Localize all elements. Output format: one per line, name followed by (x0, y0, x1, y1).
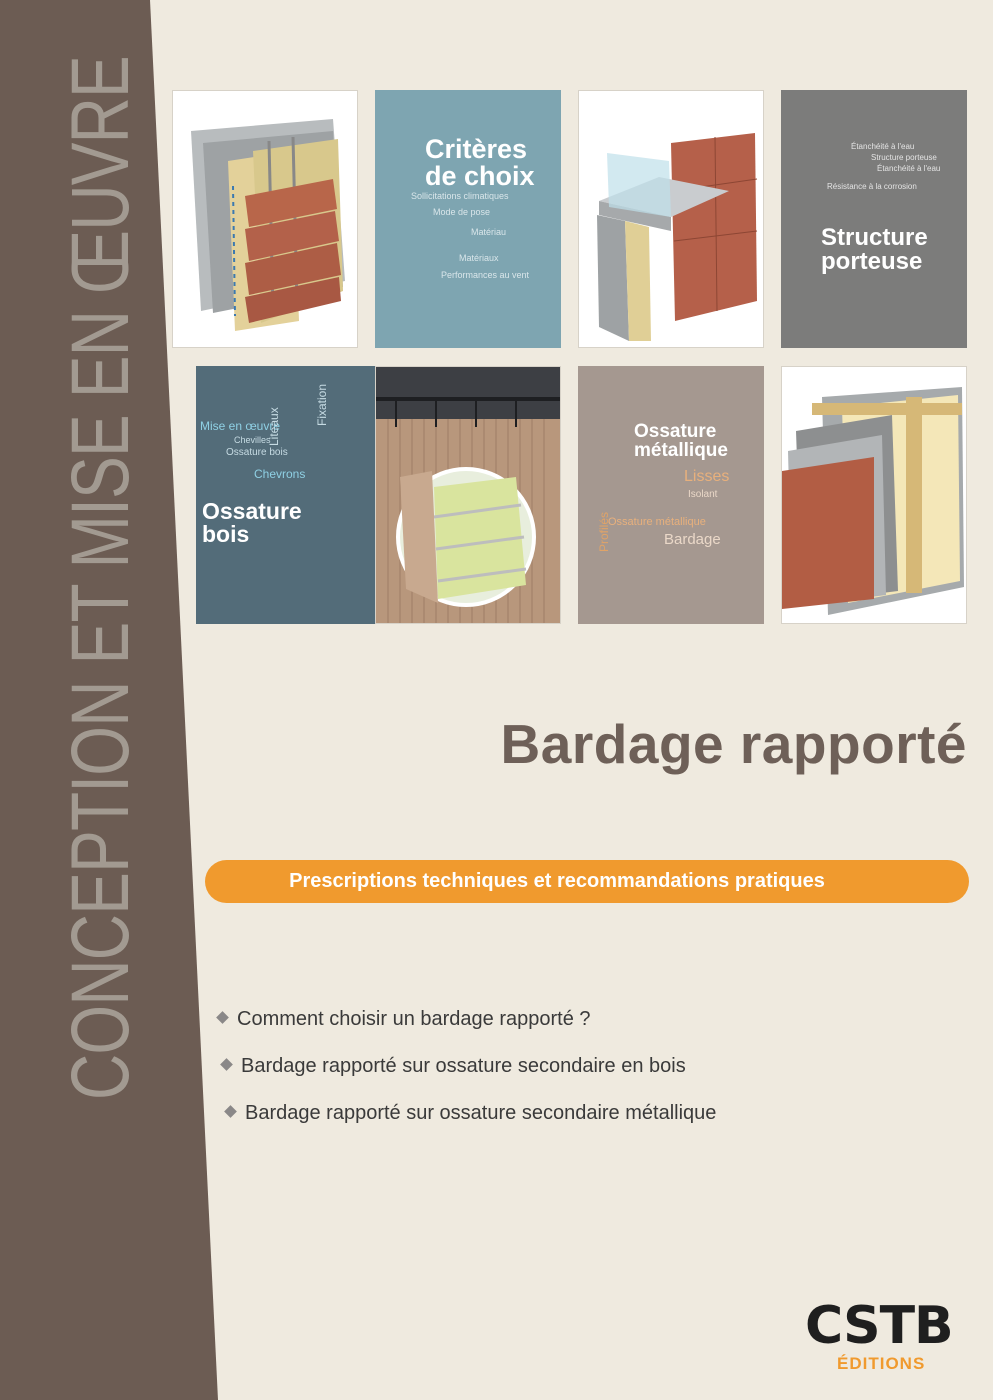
tile-cladding-photo-2 (578, 90, 764, 348)
cloud-word: Lisses (684, 468, 730, 485)
bullet-text: Bardage rapporté sur ossature secondaire… (241, 1055, 686, 1077)
publisher-subtitle: ÉDITIONS (837, 1354, 926, 1373)
balcony-illustration (597, 133, 758, 341)
tile-wall-layers-photo (781, 366, 967, 624)
bullet-list: Comment choisir un bardage rapporté ? Ba… (216, 1008, 717, 1149)
list-item: Bardage rapporté sur ossature secondaire… (220, 1055, 716, 1102)
cloud-word: Profilés (597, 511, 611, 552)
cloud-word: Étanchéité à l'eau (877, 163, 941, 173)
bullet-text: Comment choisir un bardage rapporté ? (237, 1008, 591, 1030)
subtitle-banner: Prescriptions techniques et recommandati… (205, 860, 969, 903)
tile-ossature-bois: Mise en œuvre Chevilles Ossature bois Ch… (196, 366, 382, 624)
tile-title-line1: Ossature (634, 421, 717, 442)
tile-cladding-photo-1 (172, 90, 358, 348)
tile-title-line1: Ossature (202, 498, 302, 524)
cloud-word: Chevrons (254, 466, 306, 481)
tile-title-line2: bois (202, 521, 250, 547)
cloud-word: Ossature métallique (608, 516, 706, 529)
cloud-word: Liteaux (267, 407, 281, 446)
tile-title-line2: de choix (425, 161, 535, 191)
cladding-illustration (191, 119, 345, 331)
book-title: Bardage rapporté (500, 713, 967, 775)
cloud-word: Isolant (688, 488, 718, 500)
facade-illustration (376, 367, 560, 623)
subtitle-text: Prescriptions techniques et recommandati… (289, 870, 825, 892)
tile-ossature-metallique: Ossature métallique Lisses Isolant Ossat… (578, 366, 764, 624)
diamond-bullet-icon (220, 1058, 233, 1072)
cloud-word: Ossature bois (226, 447, 288, 459)
tile-title-line2: porteuse (821, 248, 923, 275)
diamond-bullet-icon (216, 1011, 229, 1025)
cloud-word: Fixation (315, 383, 329, 426)
tile-title-line2: métallique (634, 440, 728, 461)
cloud-word: Performances au vent (441, 269, 530, 280)
cloud-word: Bardage (664, 530, 721, 548)
list-item: Bardage rapporté sur ossature secondaire… (224, 1102, 717, 1149)
tile-criteres-de-choix: Critères de choix Sollicitations climati… (375, 90, 561, 348)
tile-title-line1: Structure (821, 224, 928, 251)
cloud-word: Sollicitations climatiques (411, 191, 509, 201)
bullet-text: Bardage rapporté sur ossature secondaire… (245, 1102, 717, 1124)
tile-facade-photo (375, 366, 561, 624)
tile-title-line1: Critères (425, 134, 528, 164)
publisher-name: CSTB (805, 1296, 954, 1356)
cloud-word: Matériaux (459, 253, 499, 264)
cloud-word: Résistance à la corrosion (827, 182, 917, 192)
diamond-bullet-icon (224, 1105, 237, 1119)
wall-layers-illustration (782, 387, 964, 615)
cloud-word: Matériau (471, 227, 507, 238)
cloud-word: Étanchéité à l'eau (851, 142, 915, 151)
tile-structure-porteuse: Étanchéité à l'eau Structure porteuse Ét… (781, 90, 967, 348)
cloud-word: Mise en œuvre (200, 419, 281, 433)
cloud-word: Chevilles (234, 435, 271, 446)
publisher-logo: CSTB ÉDITIONS (805, 1300, 975, 1374)
cloud-word: Structure porteuse (871, 152, 937, 162)
list-item: Comment choisir un bardage rapporté ? (216, 1008, 716, 1055)
cloud-word: Mode de pose (433, 207, 491, 218)
series-label: CONCEPTION ET MISE EN ŒUVRE (55, 56, 146, 1100)
